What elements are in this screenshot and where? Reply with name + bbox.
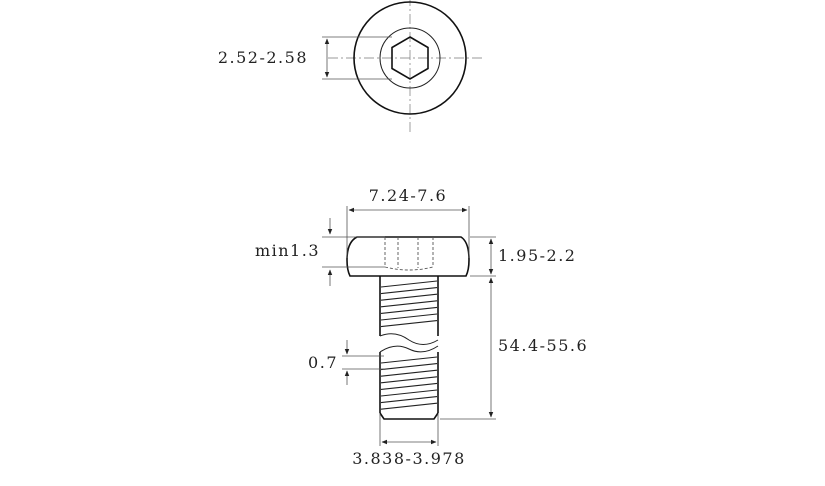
head-height-dimension: 1.95-2.2 — [498, 246, 576, 265]
thread-diameter-dimension: 3.838-3.978 — [352, 449, 466, 468]
thread-line — [380, 382, 438, 390]
thread-line — [380, 369, 438, 377]
thread-pitch-dimension: 0.7 — [308, 353, 338, 372]
length-dimension: 54.4-55.6 — [498, 336, 588, 355]
thread-line — [380, 376, 438, 384]
side-view: 7.24-7.6 min1.3 1.95-2.2 54.4-55.6 0.7 3… — [255, 186, 588, 468]
thread-lines — [380, 280, 438, 410]
hex-socket-dimension: 2.52-2.58 — [218, 48, 308, 67]
socket-circle — [379, 27, 441, 89]
thread-line — [380, 356, 438, 364]
thread-line — [380, 363, 438, 371]
button-head — [346, 236, 470, 277]
screw-tip — [379, 412, 439, 420]
thread-line — [380, 300, 438, 308]
head-diameter-dimension: 7.24-7.6 — [369, 186, 447, 205]
thread-line — [380, 389, 438, 397]
head-outer-circle — [353, 1, 467, 115]
hex-socket-outline — [391, 36, 429, 80]
thread-line — [380, 320, 438, 328]
thread-line — [380, 396, 438, 404]
thread-line — [380, 293, 438, 301]
thread-line — [380, 402, 438, 410]
top-view: 2.52-2.58 — [218, 0, 482, 132]
socket-depth-dimension: min1.3 — [255, 241, 320, 260]
thread-line — [380, 306, 438, 314]
thread-line — [380, 280, 438, 288]
thread-line — [380, 287, 438, 295]
thread-line — [380, 313, 438, 321]
